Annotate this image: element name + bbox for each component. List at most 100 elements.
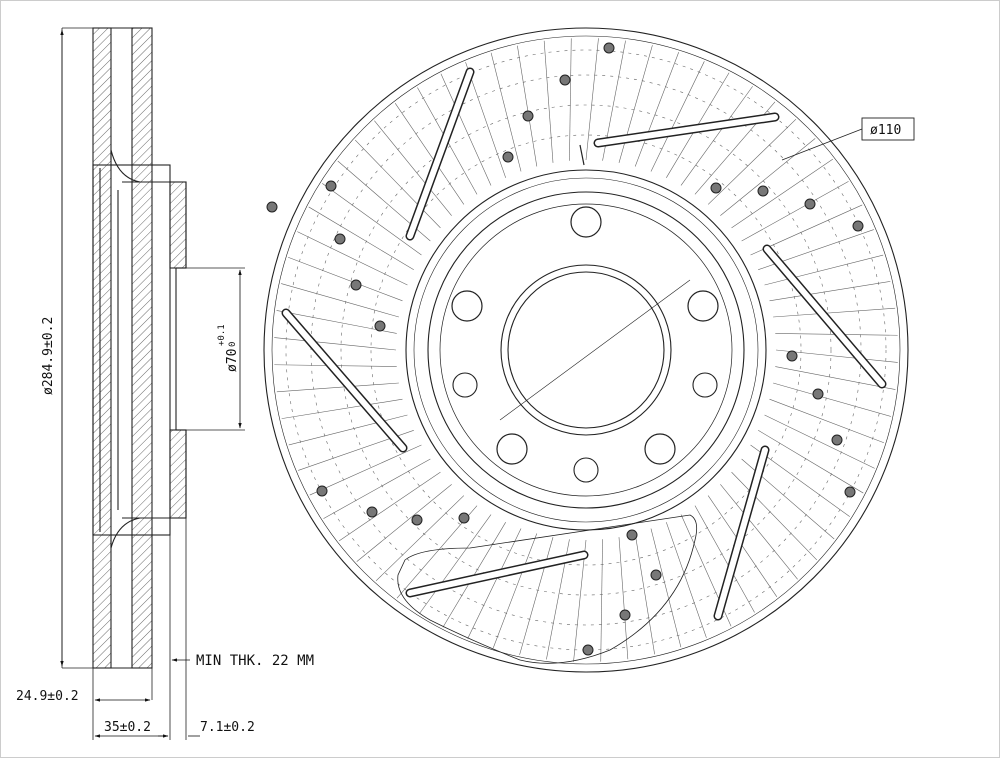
disc-outer-chamfer [271, 35, 901, 665]
disc-thickness-label: 24.9±0.2 [16, 689, 79, 704]
vane-line [519, 537, 554, 655]
drilled-hole [582, 644, 594, 656]
drilled-hole [559, 74, 571, 86]
pcd-callout: ø110 [781, 117, 915, 161]
vane-line [680, 86, 753, 186]
cooling-vanes [274, 38, 898, 662]
slot-inner [407, 69, 473, 239]
vane-line [375, 495, 465, 582]
drilled-hole [812, 388, 824, 400]
vane-line [288, 414, 408, 446]
vane-line [297, 231, 408, 286]
vane-line [650, 528, 682, 648]
construction-ring [310, 74, 862, 626]
slot-inner [715, 447, 768, 619]
vane-line [773, 382, 891, 417]
slot-inner [595, 114, 778, 146]
friction-ring-inner-chamfer [413, 177, 759, 523]
vane-line [569, 38, 572, 161]
vane-line [720, 138, 816, 216]
locating-hole [573, 457, 599, 483]
drilled-hole [374, 320, 386, 332]
center-bore-tol-lower: 0 [228, 342, 238, 347]
drilled-hole [650, 569, 662, 581]
construction-ring [340, 104, 832, 596]
construction-ring [285, 49, 887, 651]
vane-line [769, 398, 885, 444]
vane-line [308, 206, 414, 270]
drilled-hole [619, 609, 631, 621]
slot-inner [764, 246, 885, 387]
slots [281, 67, 887, 621]
vane-line [492, 533, 538, 649]
center-bore-label: ø70 [225, 349, 240, 372]
vane-line [775, 366, 896, 390]
vane-line [281, 283, 399, 318]
vane-line [490, 52, 522, 172]
vane-line [634, 533, 655, 655]
vane-line [764, 414, 875, 469]
vane-line [338, 471, 441, 542]
vane-line [650, 61, 705, 172]
drilled-hole [316, 485, 328, 497]
vane-line [618, 45, 653, 163]
vane-line [323, 458, 431, 519]
vane-line [517, 45, 538, 167]
vane-line [281, 398, 403, 419]
cross-drilled-holes [266, 42, 864, 656]
drilled-hole [522, 110, 534, 122]
drilled-hole [366, 506, 378, 518]
wheel-bolt-hole [451, 290, 483, 322]
drilled-hole [852, 220, 864, 232]
vane-line [707, 118, 797, 205]
vane-line [322, 183, 422, 256]
wheel-bolt-hole [687, 290, 719, 322]
vane-line [634, 51, 680, 167]
drilled-hole [844, 486, 856, 498]
drilled-hole [266, 201, 278, 213]
drilled-hole [325, 180, 337, 192]
vane-line [720, 484, 798, 580]
vane-line [543, 40, 554, 163]
center-bore [507, 271, 665, 429]
side-section-view [61, 27, 245, 740]
vane-line [618, 537, 629, 660]
construction-ring [370, 134, 802, 566]
hat-profile [110, 149, 187, 549]
vane-line [309, 444, 422, 496]
vane-line [274, 337, 397, 351]
vane-line [276, 382, 399, 393]
vane-line [775, 349, 898, 363]
front-view [263, 27, 909, 673]
center-bore-tol-upper: +0.1 [217, 324, 227, 346]
pcd-line [499, 279, 691, 421]
vane-line [467, 528, 522, 639]
friction-ring-outer-face [131, 27, 153, 669]
friction-ring-inner-edge [405, 169, 767, 531]
hat-wall-upper [169, 181, 187, 269]
drilled-hole [831, 434, 843, 446]
drilled-hole [502, 151, 514, 163]
pcd-callout-label: ø110 [870, 123, 901, 138]
hat-wall-lower [169, 429, 187, 519]
drilled-hole [710, 182, 722, 194]
slot-inner [407, 552, 587, 596]
vane-line [585, 38, 599, 161]
drilled-hole [757, 185, 769, 197]
vane-line [707, 495, 778, 598]
vane-line [731, 158, 834, 229]
vane-line [465, 62, 506, 178]
drilled-hole [786, 350, 798, 362]
detail-region-outline [397, 514, 698, 664]
drilled-hole [350, 279, 362, 291]
drilled-hole [411, 514, 423, 526]
slot-inner [283, 310, 406, 451]
hat-step [439, 203, 733, 497]
vane-line [666, 522, 707, 638]
vane-line [600, 539, 603, 662]
drilled-hole [603, 42, 615, 54]
locating-hole [452, 372, 478, 398]
vane-line [287, 256, 403, 302]
wheel-bolt-hole [644, 433, 676, 465]
hat-outer-edge [427, 191, 745, 509]
